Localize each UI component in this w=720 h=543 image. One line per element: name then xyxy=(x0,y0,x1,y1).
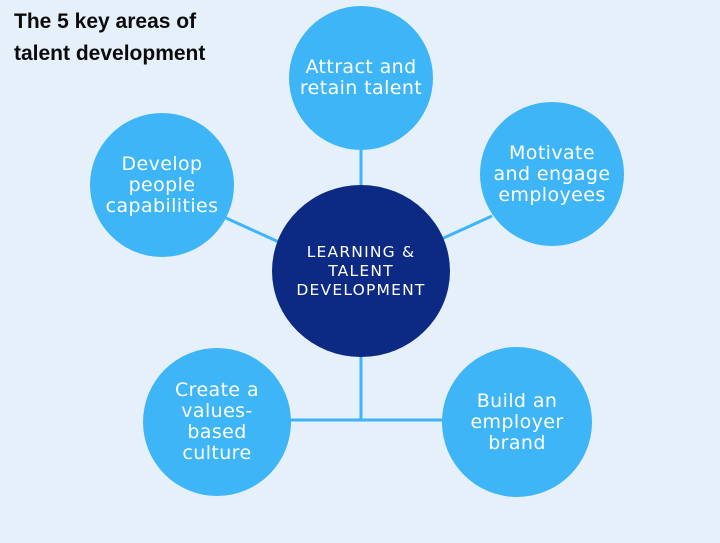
diagram-title: The 5 key areas of talent development xyxy=(14,6,264,70)
node-attract-line-2: retain talent xyxy=(299,77,423,99)
node-create-values-based-culture: Create a values- based culture xyxy=(143,348,291,496)
node-brand-line-2: employer xyxy=(470,410,564,433)
node-attract-line-1: Attract and xyxy=(305,56,417,78)
node-culture-line-2: values- xyxy=(181,400,253,422)
node-brand-line-3: brand xyxy=(488,431,546,454)
node-motivate-line-2: and engage xyxy=(493,162,611,185)
node-motivate-engage-employees: Motivate and engage employees xyxy=(480,102,624,246)
node-develop-people-capabilities: Develop people capabilities xyxy=(90,113,234,257)
node-learning-talent-development: LEARNING & TALENT DEVELOPMENT xyxy=(272,185,450,357)
node-culture-line-1: Create a xyxy=(174,379,259,401)
connector-develop xyxy=(225,216,282,245)
node-attract-retain-talent: Attract and retain talent xyxy=(289,6,433,150)
center-line-3: DEVELOPMENT xyxy=(296,280,426,299)
node-brand-line-1: Build an xyxy=(476,389,558,412)
node-develop-line-1: Develop xyxy=(121,152,203,175)
title-line-1: The 5 key areas of xyxy=(14,10,197,33)
node-build-employer-brand: Build an employer brand xyxy=(442,347,592,497)
node-culture-line-4: culture xyxy=(182,442,252,464)
node-develop-line-3: capabilities xyxy=(105,194,219,217)
title-line-2: talent development xyxy=(14,42,206,65)
node-develop-line-2: people xyxy=(128,173,196,196)
node-culture-line-3: based xyxy=(187,421,247,443)
node-motivate-line-1: Motivate xyxy=(509,141,595,164)
center-line-2: TALENT xyxy=(328,261,394,280)
node-motivate-line-3: employees xyxy=(498,183,606,206)
connector-motivate xyxy=(436,214,493,243)
center-line-1: LEARNING & xyxy=(306,242,416,261)
